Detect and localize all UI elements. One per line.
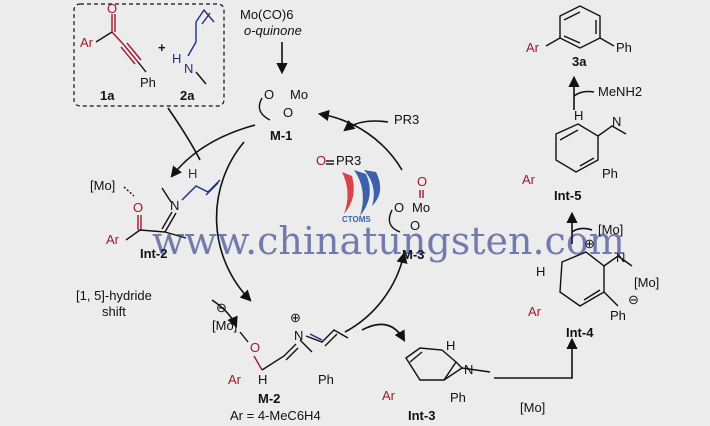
shift-line1: [1, 5]-hydride — [76, 288, 152, 303]
mo-reagent-arrow: [Mo] — [520, 400, 545, 415]
shift-line2: shift — [102, 304, 126, 319]
menh2-label: MeNH2 — [598, 84, 642, 99]
arrow-pr3-in — [343, 120, 389, 132]
r1-o-label: O — [107, 1, 117, 16]
opr3-o: O — [316, 153, 326, 168]
arrow-int3-to-int4 — [494, 337, 578, 379]
int4-n: N — [616, 250, 625, 265]
m3-o-top: O — [417, 174, 427, 189]
opr3-pr: PR3 — [336, 153, 361, 168]
cycle-arc-bottom-right — [344, 251, 408, 333]
catalyst-line1: Mo(CO)6 — [240, 7, 293, 22]
m1-mo: Mo — [290, 87, 308, 102]
m2-label: M-2 — [258, 391, 280, 406]
m3-label: M-3 — [402, 247, 424, 262]
species-m3: O O Mo O M-3 — [388, 174, 430, 262]
r1-ar-label: Ar — [80, 35, 94, 50]
int5-label: Int-5 — [554, 188, 581, 203]
int4-minus: ⊖ — [628, 292, 639, 307]
arrow-reactants-in — [167, 107, 201, 161]
int2-label: Int-2 — [140, 246, 167, 261]
species-m1: O Mo O M-1 — [258, 87, 308, 143]
m2-ar: Ar — [228, 372, 242, 387]
catalyst-line2: o-quinone — [244, 23, 302, 38]
int2-mo: [Mo] — [90, 178, 115, 193]
species-int4: H ⊕ N [Mo] ⊖ Ar Ph Int-4 — [528, 236, 659, 340]
int2-n: N — [170, 198, 179, 213]
species-int2: [Mo] O Ar N H Int-2 — [90, 166, 221, 261]
int3-label: Int-3 — [408, 408, 435, 423]
reactant-1a: Ar O Ph 1a — [80, 1, 156, 103]
m1-o1: O — [264, 87, 274, 102]
m2-plus: ⊕ — [290, 310, 301, 325]
int2-ar: Ar — [106, 232, 120, 247]
species-int3: Ar H N Ph Int-3 — [382, 338, 491, 423]
reactant-2a: H N 2a — [172, 8, 215, 103]
cycle-arc-left — [215, 141, 252, 302]
product-label: 3a — [572, 54, 587, 69]
m3-mo: Mo — [412, 200, 430, 215]
m2-ph: Ph — [318, 372, 334, 387]
watermark-text: www.chinatungsten.com — [152, 219, 625, 263]
curly-arrow-m2-to-int3 — [361, 323, 406, 342]
curly-arrow-m2-a — [211, 299, 238, 329]
r2-h-label: H — [172, 51, 181, 66]
label-1a: 1a — [100, 88, 115, 103]
r2-n-label: N — [184, 61, 193, 76]
arrow-menh2-loss — [573, 90, 595, 97]
int5-n: N — [612, 114, 621, 129]
pr3-reagent: PR3 — [394, 112, 419, 127]
m2-h: H — [258, 372, 267, 387]
int4-plus: ⊕ — [584, 236, 595, 251]
reactant-box — [73, 3, 225, 107]
int5-h: H — [574, 108, 583, 123]
int4-ph: Ph — [610, 308, 626, 323]
int5-ph: Ph — [602, 166, 618, 181]
species-3a: Ar Ph 3a — [526, 5, 632, 69]
m2-o: O — [250, 340, 260, 355]
watermark-logo: CTOMS — [342, 170, 381, 224]
r1-ph-label: Ph — [140, 75, 156, 90]
m1-o2: O — [283, 105, 293, 120]
int3-h: H — [446, 338, 455, 353]
int5-ar: Ar — [522, 172, 536, 187]
m3-o: O — [394, 200, 404, 215]
product-ar: Ar — [526, 40, 540, 55]
product-ph: Ph — [616, 40, 632, 55]
int4-mo: [Mo] — [634, 275, 659, 290]
int3-ar: Ar — [382, 388, 396, 403]
int2-o: O — [133, 200, 143, 215]
int3-n: N — [464, 362, 473, 377]
mo-loss-label: [Mo] — [598, 222, 623, 237]
label-2a: 2a — [180, 88, 195, 103]
int4-ar: Ar — [528, 304, 542, 319]
m1-label: M-1 — [270, 128, 292, 143]
watermark-logo-text: CTOMS — [342, 215, 371, 224]
m3-o2: O — [410, 218, 420, 233]
m2-ar-definition: Ar = 4-MeC6H4 — [230, 408, 321, 423]
int4-label: Int-4 — [566, 325, 594, 340]
arrow-mo-loss — [571, 227, 593, 233]
int3-ph: Ph — [450, 390, 466, 405]
int2-h: H — [188, 166, 197, 181]
int4-h: H — [536, 264, 545, 279]
species-int5: H N Ar Ph Int-5 — [522, 108, 627, 203]
cycle-arc-top-right — [317, 109, 403, 171]
plus-sign: + — [158, 40, 166, 55]
m2-n: N — [294, 328, 303, 343]
arrow-m1-to-int2 — [170, 124, 256, 178]
